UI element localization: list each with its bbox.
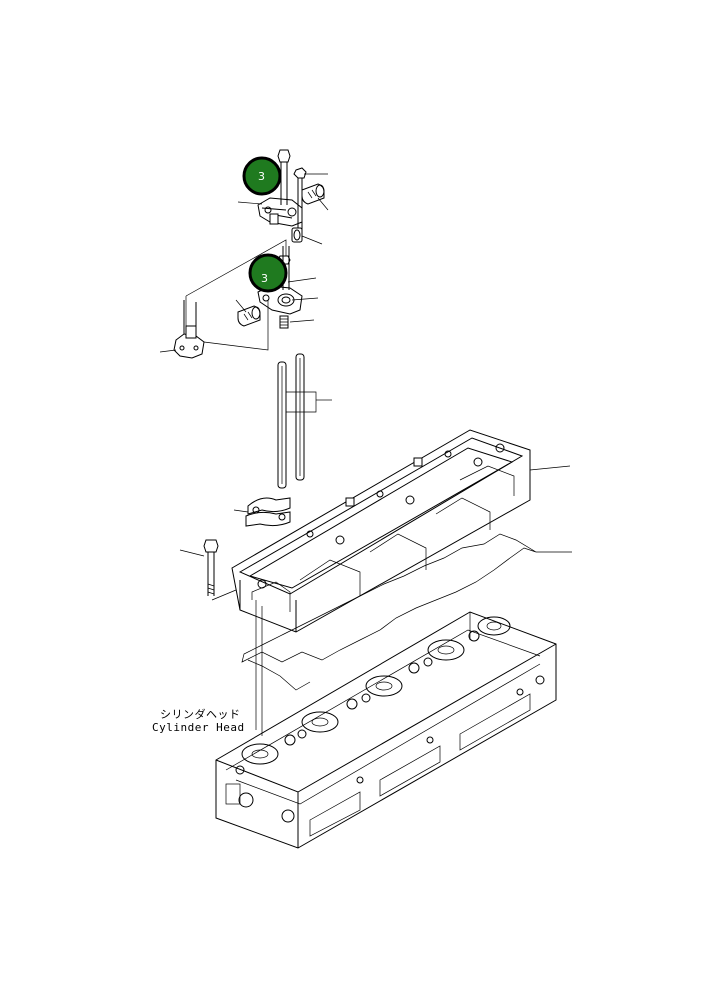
cylinder-head (215, 611, 557, 849)
callout-label: 3 (258, 170, 265, 183)
rocker-bracket (173, 300, 205, 359)
rocker-housing (231, 429, 531, 633)
upper-rocker-arm (257, 197, 303, 227)
push-rods (277, 353, 305, 489)
spring-lower (279, 315, 289, 329)
adjusting-screw-upper (277, 149, 291, 205)
bushing-lower (237, 305, 261, 327)
callout-circle (248, 253, 288, 293)
lower-rocker-arm (257, 285, 303, 315)
lock-nut-upper (293, 167, 307, 230)
ball-joint-upper (291, 227, 303, 243)
callout-circle (242, 156, 282, 196)
cylinder-head-label-japanese: シリンダヘッド (160, 708, 241, 721)
cylinder-head-label-english: Cylinder Head (152, 721, 245, 734)
callout-3-lower[interactable]: 3 (248, 253, 288, 293)
bolt (203, 539, 219, 596)
leader-lines (159, 173, 572, 736)
assembly-frame (185, 239, 287, 351)
callout-label: 3 (261, 272, 268, 285)
clamp (245, 497, 291, 527)
callout-3-upper[interactable]: 3 (242, 156, 282, 196)
